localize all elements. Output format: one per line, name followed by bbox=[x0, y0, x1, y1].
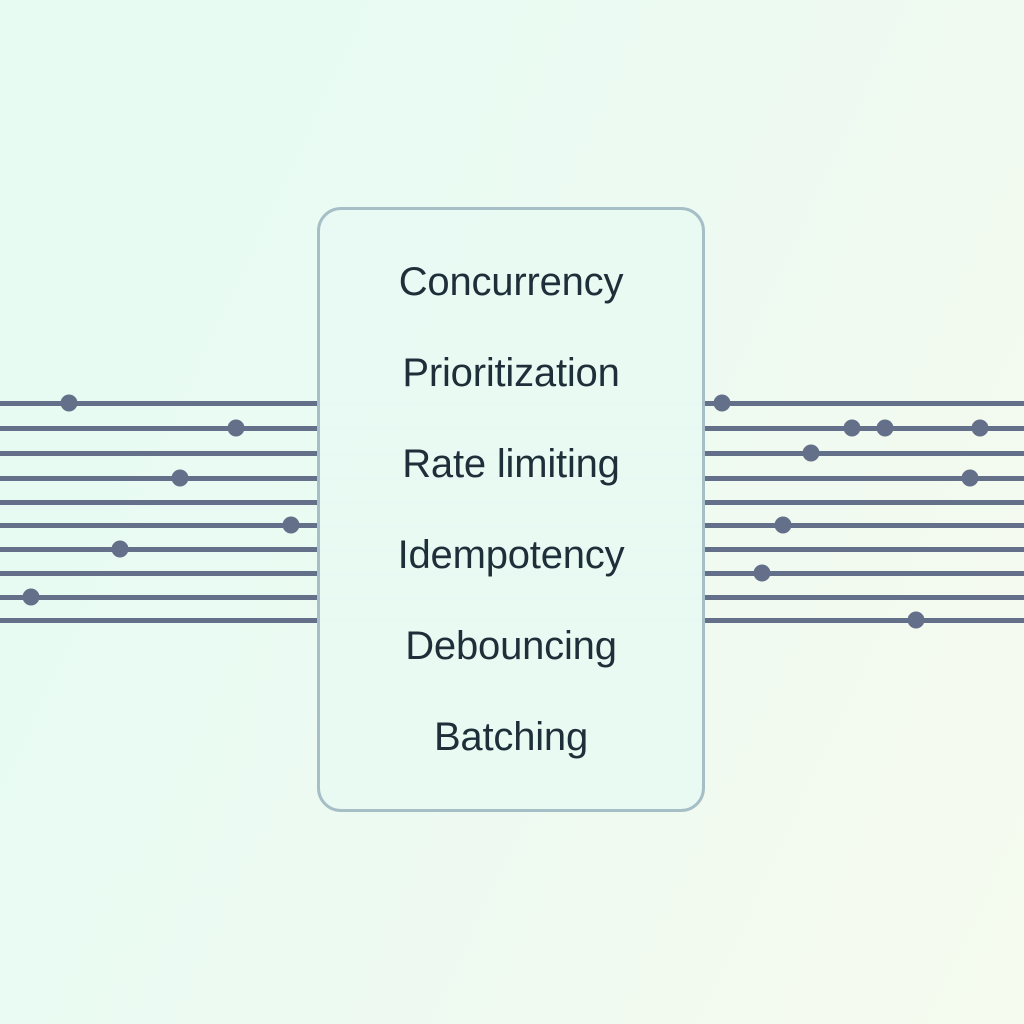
lane-line-right bbox=[705, 547, 1024, 552]
lane-line-left bbox=[0, 595, 317, 600]
capability-label: Rate limiting bbox=[402, 441, 620, 486]
lane-node-right bbox=[843, 419, 861, 437]
lane-node-left bbox=[171, 469, 189, 487]
capability-label: Concurrency bbox=[398, 259, 624, 304]
lane-line-right bbox=[705, 595, 1024, 600]
lane-line-left bbox=[0, 451, 317, 456]
lane-line-left bbox=[0, 476, 317, 481]
lane-line-right bbox=[705, 500, 1024, 505]
capability-label: Prioritization bbox=[402, 350, 620, 395]
lane-node-left bbox=[60, 394, 78, 412]
lane-line-right bbox=[705, 401, 1024, 406]
lane-line-left bbox=[0, 618, 317, 623]
lane-node-right bbox=[971, 419, 989, 437]
lane-line-right bbox=[705, 451, 1024, 456]
lane-line-right bbox=[705, 571, 1024, 576]
lane-node-left bbox=[111, 540, 129, 558]
capability-label: Idempotency bbox=[397, 533, 625, 578]
lane-node-right bbox=[907, 611, 925, 629]
lane-line-right bbox=[705, 618, 1024, 623]
capability-label: Batching bbox=[433, 715, 589, 760]
lane-node-right bbox=[753, 564, 771, 582]
lane-node-right bbox=[876, 419, 894, 437]
capability-label: Debouncing bbox=[405, 624, 617, 669]
lane-line-left bbox=[0, 571, 317, 576]
lane-line-left bbox=[0, 547, 317, 552]
lane-node-right bbox=[774, 516, 792, 534]
lane-line-left bbox=[0, 500, 317, 505]
lane-node-left bbox=[22, 588, 40, 606]
lane-node-right bbox=[961, 469, 979, 487]
lane-line-right bbox=[705, 426, 1024, 431]
lane-node-right bbox=[713, 394, 731, 412]
lane-line-left bbox=[0, 426, 317, 431]
lane-line-right bbox=[705, 476, 1024, 481]
lane-line-right bbox=[705, 523, 1024, 528]
lane-node-left bbox=[282, 516, 300, 534]
lane-node-left bbox=[227, 419, 245, 437]
lane-node-right bbox=[802, 444, 820, 462]
lane-line-left bbox=[0, 523, 317, 528]
lane-line-left bbox=[0, 401, 317, 406]
